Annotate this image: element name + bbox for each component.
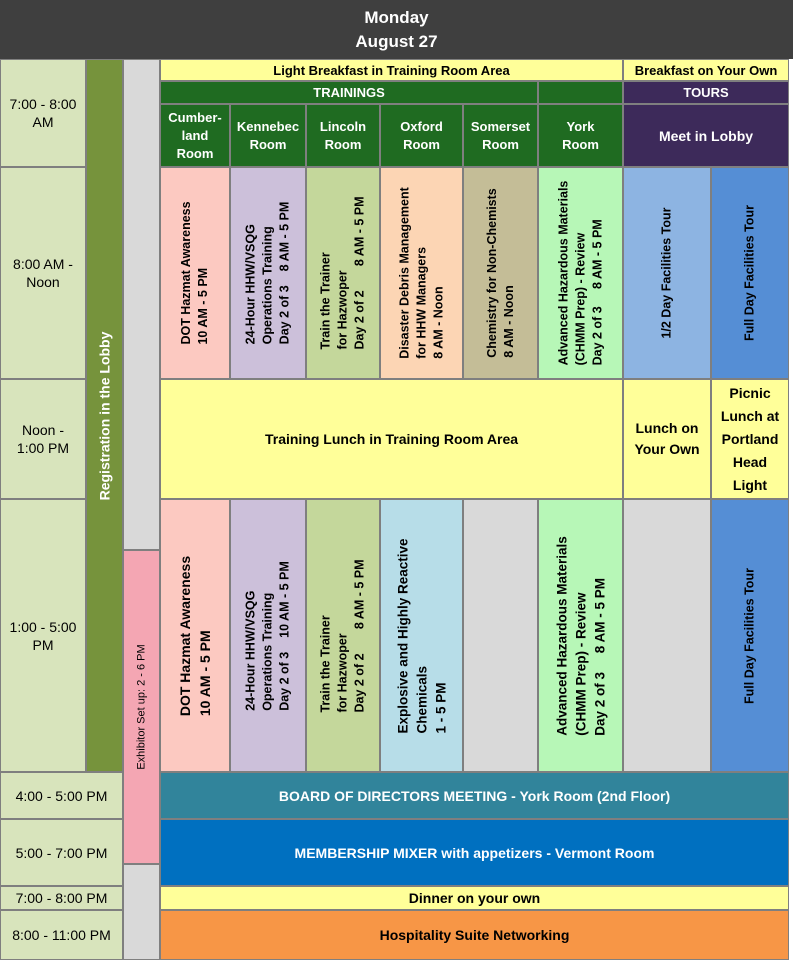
schedule-header: Monday August 27 <box>0 0 793 59</box>
time-slot-8am: 8:00 AM -Noon <box>0 167 86 379</box>
tour-half-day: 1/2 Day Facilities Tour <box>623 167 711 379</box>
time-slot-7pm: 7:00 - 8:00 PM <box>0 886 123 910</box>
session-york-afternoon: Advanced Hazardous Materials(CHMM Prep) … <box>538 499 623 772</box>
exhibitor-column-top <box>123 59 160 550</box>
session-york-morning: Advanced Hazardous Materials(CHMM Prep) … <box>538 167 623 379</box>
hospitality-suite: Hospitality Suite Networking <box>160 910 789 960</box>
registration-label: Registration in the Lobby <box>96 331 112 500</box>
tour-full-day-morning: Full Day Facilities Tour <box>711 167 789 379</box>
time-slot-noon: Noon -1:00 PM <box>0 379 86 499</box>
tour-half-day-afternoon-empty <box>623 499 711 772</box>
tour-full-day-afternoon: Full Day Facilities Tour <box>711 499 789 772</box>
membership-mixer: MEMBERSHIP MIXER with appetizers - Vermo… <box>160 819 789 886</box>
light-breakfast: Light Breakfast in Training Room Area <box>160 59 623 81</box>
session-somerset-afternoon-empty <box>463 499 538 772</box>
time-slot-4pm: 4:00 - 5:00 PM <box>0 772 123 819</box>
breakfast-own: Breakfast on Your Own <box>623 59 789 81</box>
time-slot-8pm: 8:00 - 11:00 PM <box>0 910 123 960</box>
time-slot-5pm: 5:00 - 7:00 PM <box>0 819 123 886</box>
training-lunch: Training Lunch in Training Room Area <box>160 379 623 499</box>
registration-bar: Registration in the Lobby <box>86 59 123 772</box>
header-date: August 27 <box>355 31 438 51</box>
meet-in-lobby: Meet in Lobby <box>623 104 789 167</box>
header-day: Monday <box>364 7 429 27</box>
tours-heading: TOURS <box>623 81 789 104</box>
trainings-heading-york <box>538 81 623 104</box>
exhibitor-setup-label: Exhibitor Set up: 2 - 6 PM <box>135 644 147 770</box>
dinner-own: Dinner on your own <box>160 886 789 910</box>
exhibitor-setup-bar: Exhibitor Set up: 2 - 6 PM <box>123 550 160 864</box>
trainings-heading: TRAININGS <box>160 81 538 104</box>
board-meeting: BOARD OF DIRECTORS MEETING - York Room (… <box>160 772 789 819</box>
exhibitor-column-bottom <box>123 864 160 960</box>
